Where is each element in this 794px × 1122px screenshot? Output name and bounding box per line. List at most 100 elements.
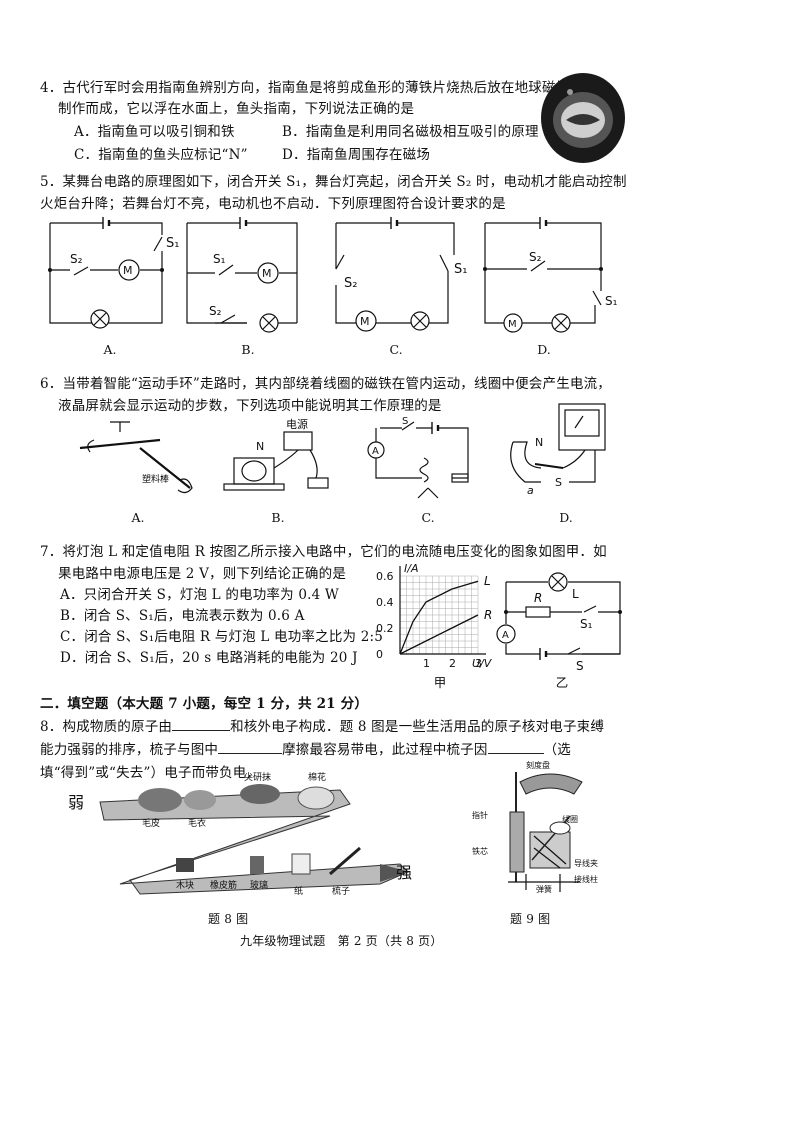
svg-text:S₁: S₁ xyxy=(605,294,618,308)
q7-circuit: L R S₁ A S xyxy=(496,572,622,673)
y-tick-label: 0.6 xyxy=(376,570,394,583)
q5-stem-line1: 5．某舞台电路的原理图如下，闭合开关 S₁，舞台灯亮起，闭合开关 S₂ 时，电动… xyxy=(40,174,627,190)
svg-text:导线夹: 导线夹 xyxy=(574,858,598,868)
svg-text:纸: 纸 xyxy=(294,885,303,897)
q7-circuit-label: 乙 xyxy=(555,675,569,690)
circuit-a-label: A. xyxy=(103,342,117,357)
q8-line1: 8．构成物质的原子由和核外电子构成．题 8 图是一些生活用品的原子核对电子束缚 xyxy=(40,718,605,735)
q7-option-a: A．只闭合开关 S，灯泡 L 的电功率为 0.4 W xyxy=(60,587,339,603)
svg-text:接线柱: 接线柱 xyxy=(574,874,598,884)
q6-figure-a: 塑料棒 xyxy=(79,421,193,494)
q4-option-d: D．指南鱼周围存在磁场 xyxy=(282,147,431,163)
x-tick-label: 3 xyxy=(475,657,482,670)
svg-text:毛皮: 毛皮 xyxy=(142,817,160,829)
q6-stem-line1: 6．当带着智能“运动手环”走路时，其内部绕着线圈的磁铁在管内运动，线圈中便会产生… xyxy=(40,376,611,392)
series-label-R: R xyxy=(484,608,492,622)
q6-figure-b: 电源 N xyxy=(223,417,329,491)
svg-text:S₂: S₂ xyxy=(529,250,542,264)
svg-text:电源: 电源 xyxy=(286,417,308,431)
svg-text:毛衣: 毛衣 xyxy=(188,817,206,829)
compass-fish-photo xyxy=(541,73,625,163)
svg-text:S₂: S₂ xyxy=(344,276,357,291)
svg-text:弹簧: 弹簧 xyxy=(536,884,552,894)
q9-caption: 题 9 图 xyxy=(510,912,551,926)
q8-caption: 题 8 图 xyxy=(208,912,249,926)
svg-text:S₂: S₂ xyxy=(70,252,83,266)
series-label-L: L xyxy=(484,574,491,588)
section-2-heading: 二．填空题（本大题 7 小题，每空 1 分，共 21 分） xyxy=(40,696,369,712)
svg-text:L: L xyxy=(572,587,579,601)
svg-text:橡皮筋: 橡皮筋 xyxy=(210,879,237,891)
q6-figure-d: N S a xyxy=(510,403,606,497)
svg-text:塑料棒: 塑料棒 xyxy=(142,473,169,485)
q7-stem-line2: 果电路中电源电压是 2 V，则下列结论正确的是 xyxy=(58,566,347,582)
q5-stem-line2: 火炬台升降；若舞台灯不亮，电动机也不启动．下列原理图符合设计要求的是 xyxy=(40,196,506,212)
y-tick-label: 0.4 xyxy=(376,596,394,609)
q7-option-c: C．闭合 S、S₁后电阻 R 与灯泡 L 电功率之比为 2:5 xyxy=(60,629,384,645)
series-line-L xyxy=(399,580,479,655)
series-line-R xyxy=(399,614,479,655)
q4-option-a: A．指南鱼可以吸引铜和铁 xyxy=(74,124,235,140)
circuit-b: S₁ M S₂ xyxy=(186,217,298,333)
svg-text:玻璃: 玻璃 xyxy=(250,879,268,891)
svg-text:指针: 指针 xyxy=(472,810,488,820)
q7-stem-line1: 7．将灯泡 L 和定值电阻 R 按图乙所示接入电路中，它们的电流随电压变化的图象… xyxy=(40,544,607,560)
q8-blank-1[interactable] xyxy=(172,718,231,731)
circuit-c: S₂ S₁ M xyxy=(335,217,467,332)
svg-text:梳子: 梳子 xyxy=(332,885,350,897)
svg-text:强: 强 xyxy=(396,863,412,882)
svg-text:弱: 弱 xyxy=(68,793,84,812)
svg-text:S₁: S₁ xyxy=(454,262,467,277)
y-tick-label: 0 xyxy=(376,648,383,661)
q8-figure: 弱 强 毛皮 毛衣 尖研抹 棉花 木块 橡皮筋 玻璃 纸 梳子 xyxy=(68,771,412,897)
page-footer: 九年级物理试题 第 2 页（共 8 页） xyxy=(240,934,443,948)
x-tick-label: 1 xyxy=(423,657,430,670)
svg-text:M: M xyxy=(262,267,272,280)
svg-text:R: R xyxy=(534,591,542,605)
svg-text:S₁: S₁ xyxy=(213,252,226,266)
q4-stem-line1: 4．古代行军时会用指南鱼辨别方向，指南鱼是将剪成鱼形的薄铁片烧热后放在地球磁场中… xyxy=(40,80,611,96)
q8-blank-3[interactable] xyxy=(487,741,544,754)
q8-line3: 填“得到”或“失去”）电子而带负电． xyxy=(40,765,261,781)
y-axis-label: I/A xyxy=(404,562,418,575)
circuit-d: S₂ S₁ M xyxy=(483,217,618,333)
q9-figure: 刻度盘 指针 线圈 铁芯 弹簧 导线夹 接线柱 xyxy=(472,760,598,894)
svg-text:铁芯: 铁芯 xyxy=(472,846,488,856)
svg-text:S: S xyxy=(576,659,584,673)
svg-text:木块: 木块 xyxy=(176,879,194,891)
circuit-a: S₁ S₂ M xyxy=(48,217,179,329)
q8-line2: 能力强弱的排序，梳子与图中摩擦最容易带电，此过程中梳子因（选 xyxy=(40,741,572,758)
circuit-b-label: B. xyxy=(241,342,255,357)
circuit-c-label: C. xyxy=(389,342,403,357)
q6-label-a: A. xyxy=(131,510,145,525)
svg-text:S₂: S₂ xyxy=(209,304,222,318)
svg-text:N: N xyxy=(256,440,264,453)
svg-text:S₁: S₁ xyxy=(580,617,593,631)
q7-option-b: B．闭合 S、S₁后，电流表示数为 0.6 A xyxy=(60,608,305,624)
q4-option-b: B．指南鱼是利用同名磁极相互吸引的原理 xyxy=(282,124,539,140)
svg-text:M: M xyxy=(360,315,370,328)
q6-label-d: D. xyxy=(559,510,573,525)
svg-text:M: M xyxy=(508,319,517,330)
y-tick-label: 0.2 xyxy=(376,622,394,635)
svg-text:M: M xyxy=(123,264,133,277)
svg-text:刻度盘: 刻度盘 xyxy=(526,760,550,770)
svg-text:N: N xyxy=(535,436,543,449)
q6-label-c: C. xyxy=(421,510,435,525)
q7-option-d: D．闭合 S、S₁后，20 s 电路消耗的电能为 20 J xyxy=(60,650,358,666)
q6-figure-c: S A xyxy=(367,416,469,499)
q4-option-c: C．指南鱼的鱼头应标记“N” xyxy=(74,147,248,163)
svg-text:a: a xyxy=(527,484,534,497)
svg-text:尖研抹: 尖研抹 xyxy=(244,771,271,783)
svg-text:A: A xyxy=(502,630,509,641)
svg-text:线圈: 线圈 xyxy=(562,814,578,824)
q8-blank-2[interactable] xyxy=(218,741,283,754)
q6-stem-line2: 液晶屏就会显示运动的步数，下列选项中能说明其工作原理的是 xyxy=(58,398,442,414)
x-tick-label: 2 xyxy=(449,657,456,670)
svg-text:S: S xyxy=(555,476,562,489)
q4-stem-line2: 制作而成，它以浮在水面上，鱼头指南，下列说法正确的是 xyxy=(58,101,415,117)
q6-label-b: B. xyxy=(271,510,285,525)
circuit-d-label: D. xyxy=(537,342,551,357)
q7-graph-label: 甲 xyxy=(433,675,447,690)
s1-label: S₁ xyxy=(166,236,179,251)
